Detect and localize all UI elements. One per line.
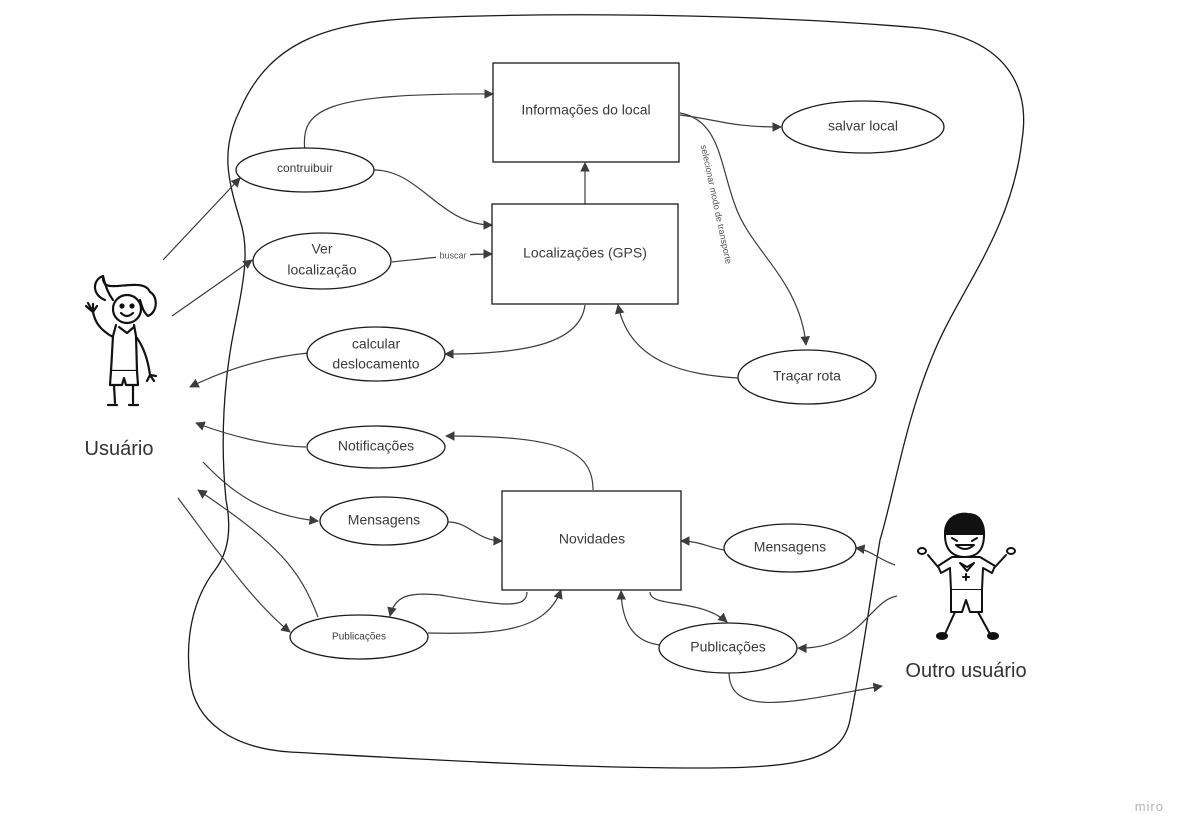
edge-contribuir-informacoes — [303, 89, 494, 153]
svg-text:Localizações (GPS): Localizações (GPS) — [523, 245, 647, 261]
node-informacoes-do-local[interactable]: Informações do local — [492, 62, 680, 163]
edge-usuario-mensagens — [202, 461, 319, 525]
edge-mensagens-right-novidades — [680, 536, 725, 551]
edge-localizacoes-calcular — [444, 304, 586, 359]
edge-outro-publicacoes — [797, 595, 898, 654]
svg-text:Publicações: Publicações — [332, 632, 386, 643]
edge-publicacoes-right-novidades — [616, 590, 661, 646]
edge-calcular-usuario — [189, 352, 309, 388]
svg-text:localização: localização — [287, 262, 356, 278]
svg-text:Mensagens: Mensagens — [348, 512, 420, 528]
edge-label-buscar: buscar — [436, 250, 470, 262]
svg-text:salvar local: salvar local — [828, 118, 898, 134]
node-ver-localizacao[interactable]: Ver localização — [252, 232, 392, 290]
actor-outro-usuario-label: Outro usuário — [905, 660, 1026, 682]
actor-usuario-label: Usuário — [85, 438, 154, 460]
node-contribuir[interactable]: contruibuir — [235, 147, 375, 193]
edge-label-modo-transporte: selecionar modo de transporte — [696, 141, 739, 282]
svg-text:contruibuir: contruibuir — [277, 161, 333, 175]
edge-publicacoes-left-novidades — [427, 589, 563, 634]
actor-outro-usuario-figure — [917, 512, 1016, 640]
edge-publicacoes-outro — [728, 672, 883, 704]
svg-text:Traçar rota: Traçar rota — [773, 368, 841, 384]
svg-text:Publicações: Publicações — [690, 639, 766, 655]
svg-text:Mensagens: Mensagens — [754, 539, 826, 555]
node-publicacoes-left[interactable]: Publicações — [289, 614, 429, 660]
edge-novidades-publicacoes-right — [649, 591, 728, 623]
edge-mensagens-novidades — [447, 521, 503, 546]
svg-text:Novidades: Novidades — [559, 531, 625, 547]
edge-outro-mensagens — [855, 544, 896, 566]
svg-text:Informações do local: Informações do local — [521, 102, 650, 118]
edge-novidades-publicacoes-left — [387, 591, 528, 617]
edge-usuario-verlocalizacao — [171, 259, 253, 317]
edge-novidades-notificacoes — [445, 431, 594, 491]
node-salvar-local[interactable]: salvar local — [781, 100, 945, 154]
node-novidades[interactable]: Novidades — [501, 490, 682, 591]
svg-text:deslocamento: deslocamento — [332, 356, 419, 372]
node-publicacoes-right[interactable]: Publicações — [658, 622, 798, 674]
edge-contribuir-localizacoes — [373, 169, 493, 230]
svg-text:calcular: calcular — [352, 336, 401, 352]
node-mensagens-right[interactable]: Mensagens — [723, 523, 857, 573]
svg-text:buscar: buscar — [439, 250, 466, 260]
edge-publicacoes-usuario — [197, 489, 319, 618]
miro-watermark: miro — [1135, 799, 1164, 814]
svg-text:selecionar modo de transporte: selecionar modo de transporte — [699, 144, 734, 265]
node-tracar-rota[interactable]: Traçar rota — [737, 349, 877, 405]
svg-text:Notificações: Notificações — [338, 438, 414, 454]
actor-usuario-figure — [84, 274, 158, 407]
svg-text:Ver: Ver — [311, 241, 332, 257]
edge-notificacoes-usuario — [195, 421, 307, 448]
node-calcular-deslocamento[interactable]: calcular deslocamento — [306, 326, 446, 382]
edge-informacoes-salvar — [679, 114, 782, 132]
edge-usuario-publicacoes — [177, 497, 291, 633]
edge-informacoes-tracar — [679, 112, 810, 346]
node-mensagens-left[interactable]: Mensagens — [319, 496, 449, 546]
node-notificacoes[interactable]: Notificações — [306, 425, 446, 469]
node-localizacoes-gps[interactable]: Localizações (GPS) — [491, 203, 679, 305]
system-boundary — [187, 14, 1025, 769]
edge-tracar-localizacoes — [614, 304, 739, 379]
edge-usuario-contribuir — [162, 177, 241, 261]
